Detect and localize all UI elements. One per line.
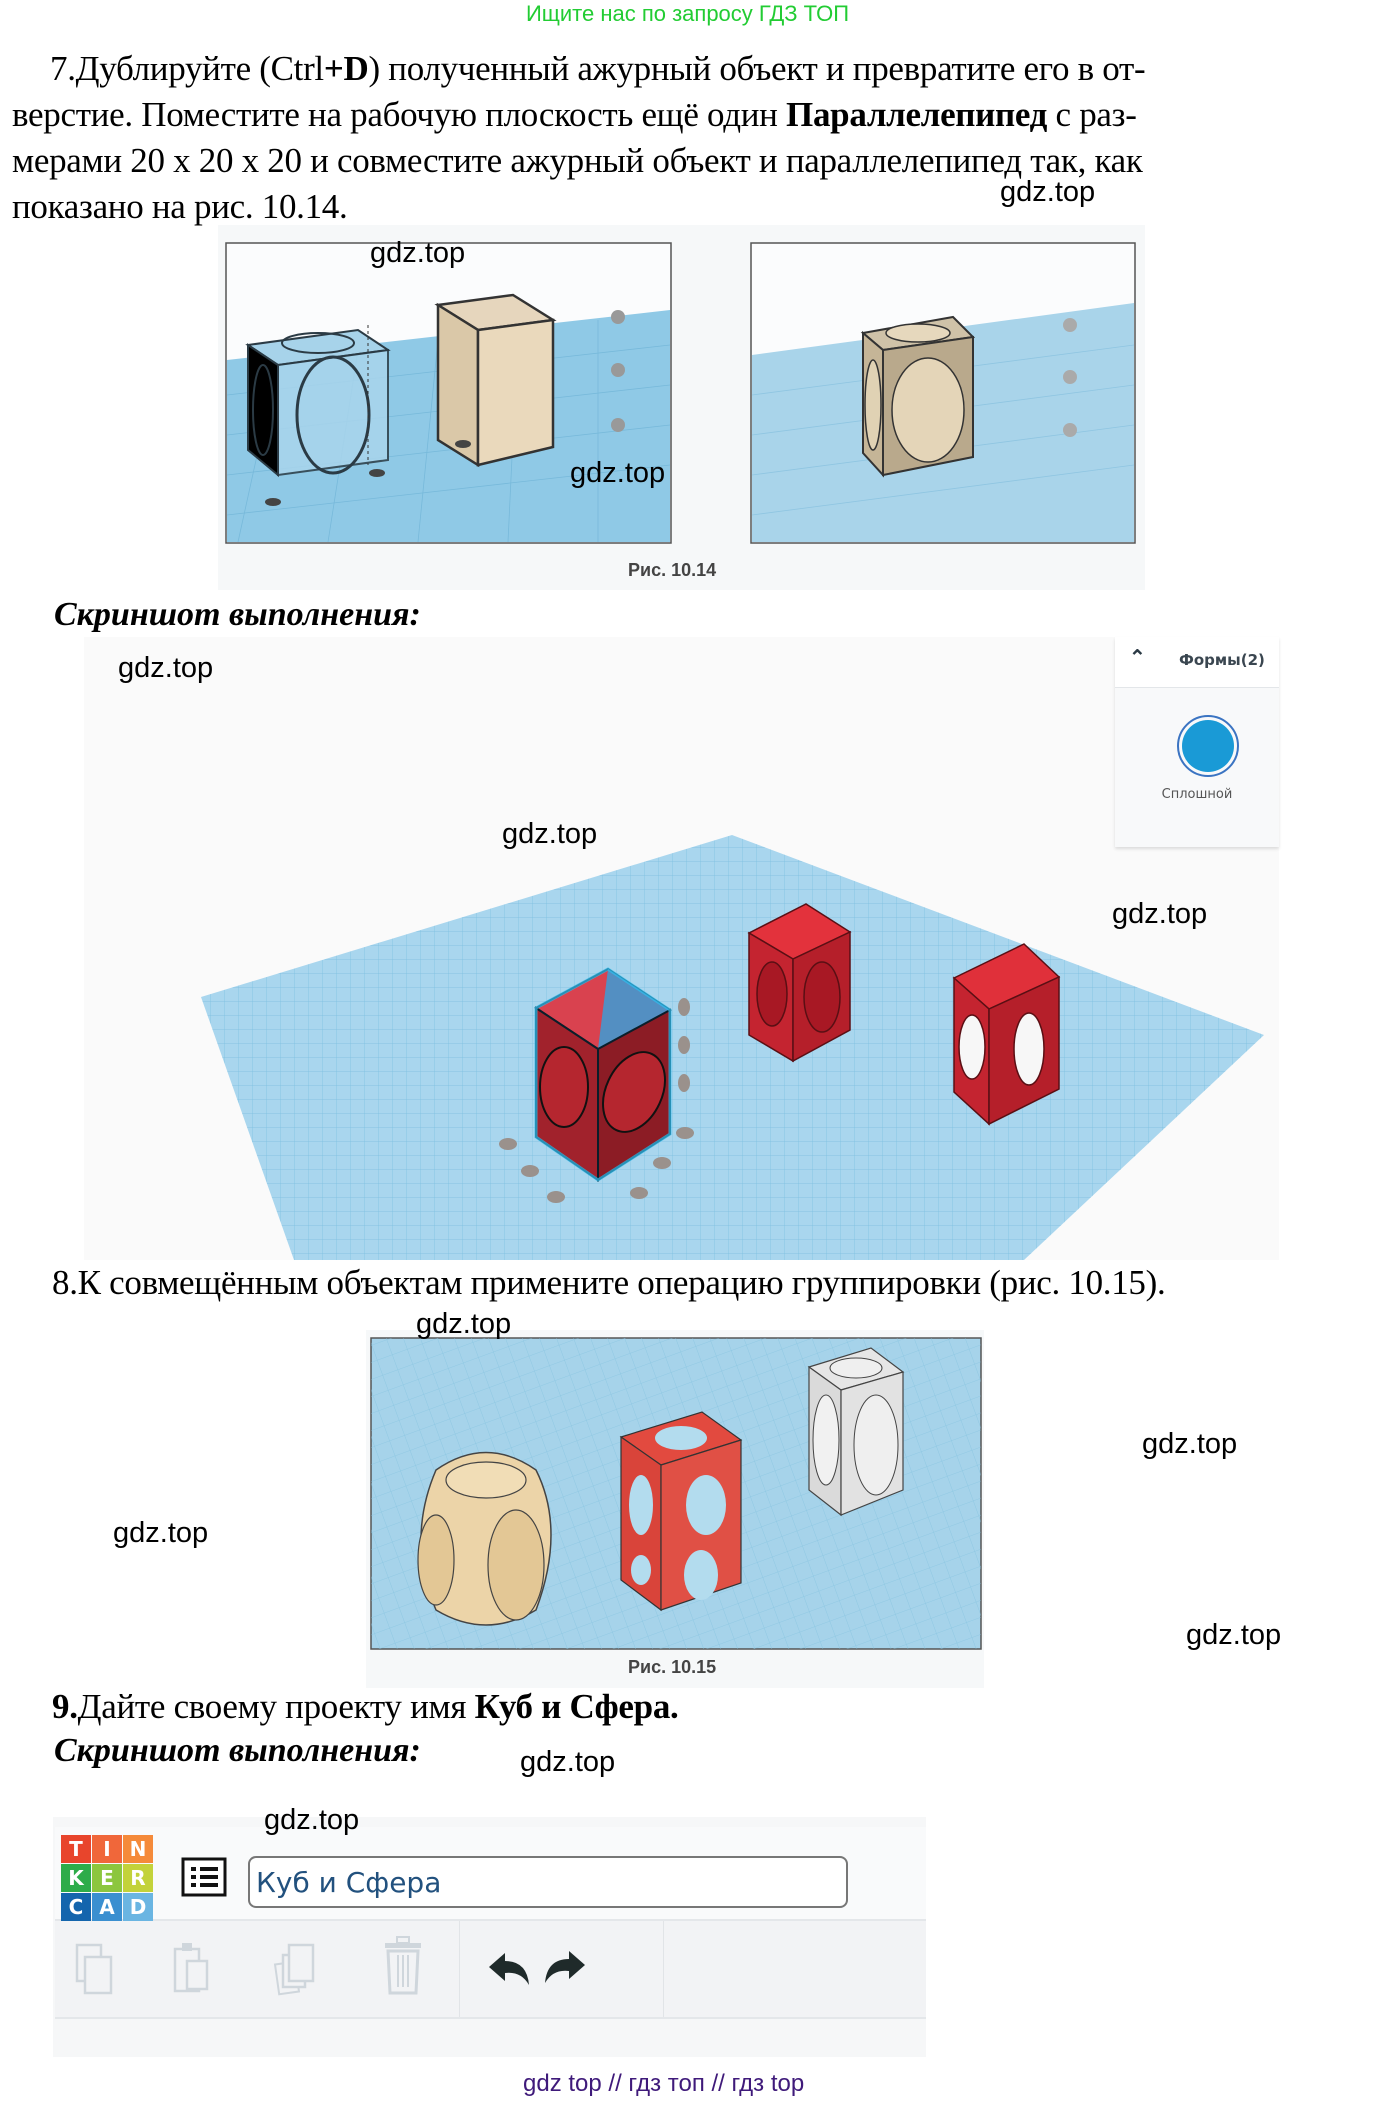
solid-swatch — [1182, 720, 1234, 772]
watermark: gdz.top — [118, 652, 214, 684]
logo-tile: C — [61, 1893, 91, 1921]
top-bar: T I N K E R C A D — [55, 1827, 926, 1921]
figure-10-14-caption: Рис. 10.14 — [628, 560, 717, 580]
toolbar-divider — [663, 1921, 664, 2017]
watermark: gdz.top — [502, 818, 598, 850]
logo-tile: A — [92, 1893, 122, 1921]
watermark: gdz.top — [416, 1308, 512, 1340]
watermark: gdz.top — [570, 457, 666, 489]
figure-10-14-image — [225, 242, 1136, 544]
step8-text: 8.К совмещённым объектам примените опера… — [52, 1263, 1166, 1302]
screenshot-heading: Скриншот выполнения: — [54, 596, 421, 633]
footer-links[interactable]: gdz top // гдз топ // гдз top — [523, 2070, 805, 2097]
design-list-icon[interactable] — [181, 1857, 227, 1897]
tinkercad-header: T I N K E R C A D — [53, 1817, 926, 2057]
project-name-input[interactable] — [248, 1856, 848, 1908]
screenshot-heading: Скриншот выполнения: — [54, 1732, 421, 1769]
paste-icon[interactable] — [173, 1939, 213, 1995]
figure-10-14: Рис. 10.14 — [218, 225, 1145, 590]
watermark: gdz.top — [1186, 1619, 1282, 1651]
solid-label: Сплошной — [1161, 787, 1233, 802]
watermark: gdz.top — [1142, 1428, 1238, 1460]
edit-toolbar — [55, 1921, 926, 2019]
site-banner[interactable]: Ищите нас по запросу ГДЗ ТОП — [525, 1, 850, 26]
redo-icon[interactable] — [543, 1949, 587, 1985]
watermark: gdz.top — [1112, 898, 1208, 930]
shapes-panel-title: Формы(2) — [1179, 651, 1265, 669]
logo-tile: N — [123, 1835, 153, 1863]
logo-tile: K — [61, 1864, 91, 1892]
watermark: gdz.top — [113, 1517, 209, 1549]
watermark: gdz.top — [1000, 176, 1096, 208]
undo-icon[interactable] — [487, 1951, 531, 1987]
chevron-up-icon[interactable]: ⌃ — [1129, 647, 1146, 669]
logo-tile: E — [92, 1864, 122, 1892]
figure-10-15-caption: Рис. 10.15 — [628, 1657, 717, 1677]
watermark: gdz.top — [520, 1746, 616, 1778]
shapes-panel: ⌃ Формы(2) Сплошной — [1115, 637, 1279, 847]
solid-color-button[interactable] — [1177, 715, 1239, 777]
logo-tile: D — [123, 1893, 153, 1921]
watermark: gdz.top — [370, 237, 466, 269]
logo-tile: T — [61, 1835, 91, 1863]
copy-icon[interactable] — [75, 1943, 115, 1995]
figure-10-15-image — [370, 1337, 982, 1650]
step7-line3: мерами 20 х 20 х 20 и совместите ажурный… — [12, 141, 1143, 180]
step7-line1: 7.Дублируйте (Ctrl+D) полученный ажурный… — [50, 49, 1146, 88]
workplane-3d-view[interactable] — [84, 637, 1279, 1260]
shapes-panel-header[interactable]: ⌃ Формы(2) — [1115, 637, 1279, 688]
tinkercad-workspace: ⌃ Формы(2) Сплошной — [84, 637, 1279, 1260]
step7-line4: показано на рис. 10.14. — [12, 187, 348, 226]
logo-tile: I — [92, 1835, 122, 1863]
delete-icon[interactable] — [383, 1935, 423, 1997]
logo-tile: R — [123, 1864, 153, 1892]
toolbar-divider — [459, 1921, 460, 2017]
tinkercad-logo[interactable]: T I N K E R C A D — [61, 1835, 153, 1921]
watermark: gdz.top — [264, 1804, 360, 1836]
figure-10-15: Рис. 10.15 — [366, 1330, 984, 1688]
step7-line2: верстие. Поместите на рабочую плоскость … — [12, 95, 1137, 134]
duplicate-icon[interactable] — [273, 1939, 317, 1997]
step9-text: 9.Дайте своему проекту имя Куб и Сфера. — [52, 1687, 679, 1726]
